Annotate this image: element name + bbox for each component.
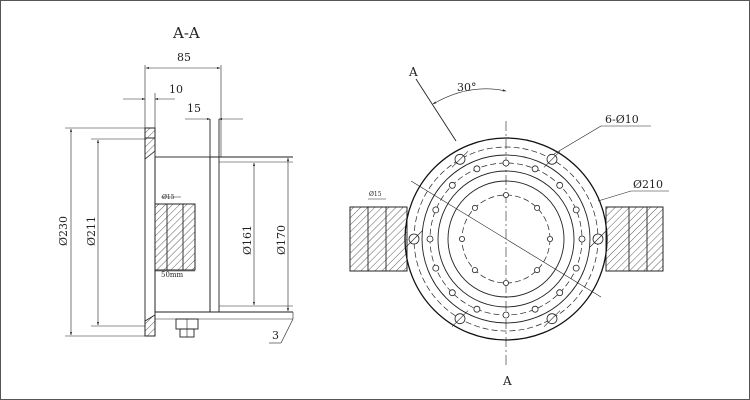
- bolt-hole-inner: [458, 235, 465, 242]
- slot-small-dim: Ø15: [162, 194, 175, 201]
- bolt-hole-large-axis: [451, 151, 469, 168]
- bolt-hole-mid: [578, 235, 586, 243]
- holes-label: 6-Ø10: [605, 113, 639, 126]
- bolt-hole-mid: [432, 264, 440, 272]
- bolt-hole-mid: [531, 305, 539, 313]
- flange-chamfer-top: [144, 137, 156, 160]
- angle-arc: [432, 88, 507, 105]
- bolt-hole-large-axis: [589, 230, 607, 248]
- front-view: Ø15 A A 30° 6-Ø10 Ø210: [349, 65, 669, 388]
- bolt-hole-mid: [572, 264, 580, 272]
- bolt-hole-large-axis: [543, 151, 561, 168]
- dim-3: 3: [272, 329, 279, 342]
- cut-label-top: A: [408, 65, 418, 79]
- dim-dia161: Ø161: [241, 225, 254, 255]
- angle-label: 30°: [457, 81, 477, 94]
- cut-line: [415, 78, 457, 142]
- bolt-hole-mid: [531, 165, 539, 173]
- bolt-hole-inner: [502, 191, 509, 198]
- slot-hatch: [154, 203, 196, 271]
- bolt-hole-inner: [547, 235, 554, 242]
- dim-85: 85: [177, 51, 191, 64]
- dim-dia211: Ø211: [85, 216, 98, 246]
- bolt-hole-inner: [471, 267, 478, 274]
- inner-hole-group: [458, 191, 554, 286]
- diameter-line: [410, 180, 602, 298]
- section-view: A-A Ø15 50mm 85: [57, 24, 294, 344]
- bolt-hole-inner: [471, 204, 478, 211]
- dim-dia170: Ø170: [275, 225, 288, 255]
- outer-hole-group: [405, 151, 607, 327]
- bolt-hole-mid: [473, 165, 481, 173]
- bolt-hole-inner: [534, 204, 541, 211]
- bolt-hole-large-axis: [543, 310, 561, 327]
- bolt-hole-mid: [448, 181, 456, 189]
- section-title: A-A: [172, 24, 200, 42]
- bolt-hole-mid: [556, 181, 564, 189]
- right-block: [605, 206, 664, 272]
- bolt-hole-inner: [502, 279, 509, 286]
- left-block: [349, 206, 408, 272]
- flange-plate: [144, 127, 156, 337]
- bolt-hole-mid: [432, 206, 440, 214]
- bolt-hole-mid: [502, 311, 510, 319]
- bolt-hole-inner: [534, 267, 541, 274]
- mid-hole-group: [426, 159, 586, 319]
- bolt-hole-mid: [502, 159, 510, 167]
- slot-width-dim: 50mm: [161, 271, 184, 279]
- bolt-hole-mid: [448, 289, 456, 297]
- slot-outline: [154, 203, 196, 271]
- flange-hatch-top: [144, 127, 156, 139]
- dia210-label: Ø210: [633, 178, 663, 191]
- dim-10: 10: [169, 83, 183, 96]
- bolt-hole-mid: [473, 305, 481, 313]
- bolt-hole-mid: [572, 206, 580, 214]
- front-slot-small-dim: Ø15: [369, 191, 382, 198]
- dim-dia230: Ø230: [57, 216, 70, 246]
- bolt-hole-mid: [556, 289, 564, 297]
- bolt-hole-large-axis: [451, 310, 469, 327]
- flange-chamfer-bottom: [144, 314, 156, 337]
- dim-15: 15: [187, 102, 201, 115]
- bolt-hole-mid: [426, 235, 434, 243]
- cut-label-bottom: A: [502, 374, 512, 388]
- bolt-hole-large-axis: [405, 230, 423, 248]
